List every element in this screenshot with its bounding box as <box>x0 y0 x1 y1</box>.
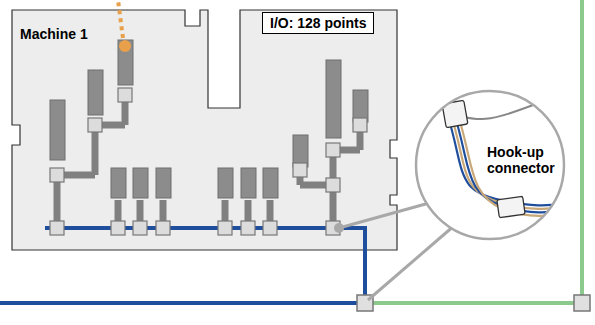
io-device <box>156 168 171 198</box>
io-device <box>293 135 308 167</box>
hookup-connector <box>50 221 64 235</box>
green-line <box>365 301 582 305</box>
io-count: I/O: 128 points <box>270 15 366 31</box>
cable-entry <box>119 40 131 52</box>
leader-line <box>339 200 440 228</box>
io-device <box>326 60 341 138</box>
machine-housing: I/O: 128 pointsMachine 1 <box>12 10 397 250</box>
hookup-connector <box>326 178 340 192</box>
callout-circle: Hook-up connector <box>415 90 565 240</box>
leader-line <box>368 225 455 300</box>
io-device <box>263 168 278 198</box>
connector-body <box>442 100 468 127</box>
hookup-connector <box>50 168 64 182</box>
green-line <box>580 0 584 303</box>
bus-line <box>45 228 365 252</box>
callout-label: Hook-up connector <box>487 144 571 176</box>
io-device <box>88 70 103 115</box>
hookup-connector <box>293 163 307 177</box>
junction-box <box>574 295 590 311</box>
housing-outline <box>12 10 397 250</box>
io-device <box>118 40 133 85</box>
hookup-connector <box>353 118 367 132</box>
hookup-connector <box>326 143 340 157</box>
bus-line <box>0 301 365 305</box>
hookup-connector <box>88 118 102 132</box>
io-count-box: I/O: 128 points <box>262 12 374 34</box>
hookup-connector <box>111 221 125 235</box>
io-device <box>353 90 368 122</box>
hookup-connector <box>133 221 147 235</box>
hookup-connector <box>263 221 277 235</box>
machine-illustration <box>12 10 397 250</box>
io-device <box>218 168 233 198</box>
cable-wire <box>442 85 570 212</box>
io-device <box>133 168 148 198</box>
io-device <box>241 168 256 198</box>
connector-body <box>497 196 525 217</box>
cable-wire <box>435 85 570 205</box>
io-device <box>50 100 65 160</box>
hookup-connector <box>241 221 255 235</box>
hookup-connector <box>118 88 132 102</box>
cable-wire <box>439 85 571 209</box>
io-device <box>111 168 126 198</box>
machine-name: Machine 1 <box>20 26 397 42</box>
hookup-connector <box>218 221 232 235</box>
io-wiring <box>54 175 61 228</box>
cable-wire <box>455 95 560 119</box>
hookup-connector <box>156 221 170 235</box>
external-cable <box>118 0 124 46</box>
